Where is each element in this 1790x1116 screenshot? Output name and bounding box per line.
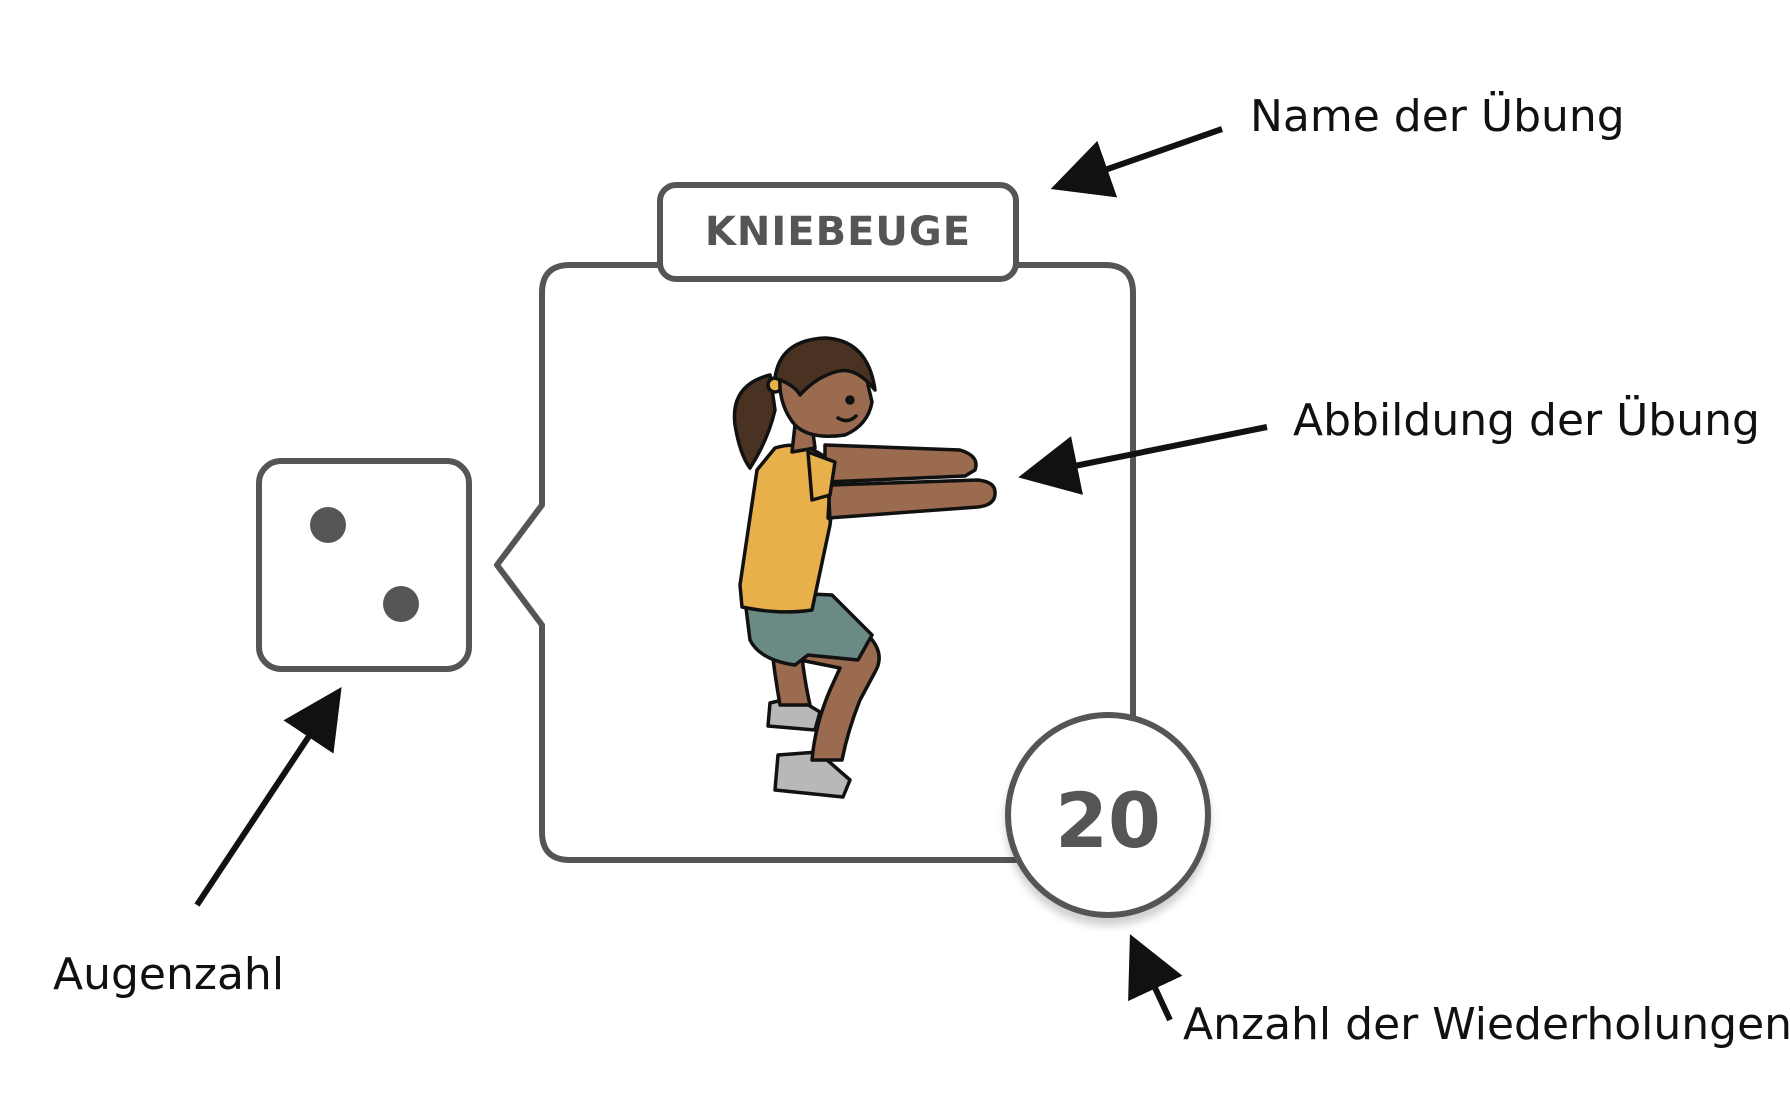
die	[256, 458, 472, 672]
arrow-pips	[194, 687, 342, 907]
repetitions-circle	[1005, 712, 1211, 918]
arrow-name	[1050, 126, 1223, 198]
die-pip	[310, 507, 346, 543]
annotation-name: Name der Übung	[1250, 91, 1625, 142]
repetitions-count: 20	[1055, 775, 1161, 865]
annotation-pips: Augenzahl	[53, 949, 285, 1000]
arrow-image	[1018, 424, 1268, 495]
arrow-repetitions	[1128, 934, 1183, 1022]
exercise-name: KNIEBEUGE	[704, 209, 972, 255]
die-pip	[383, 586, 419, 622]
squat-illustration-icon	[732, 336, 997, 799]
exercise-name-tab	[657, 182, 1019, 282]
annotation-image: Abbildung der Übung	[1293, 395, 1760, 446]
annotation-repetitions: Anzahl der Wiederholungen	[1183, 999, 1790, 1050]
